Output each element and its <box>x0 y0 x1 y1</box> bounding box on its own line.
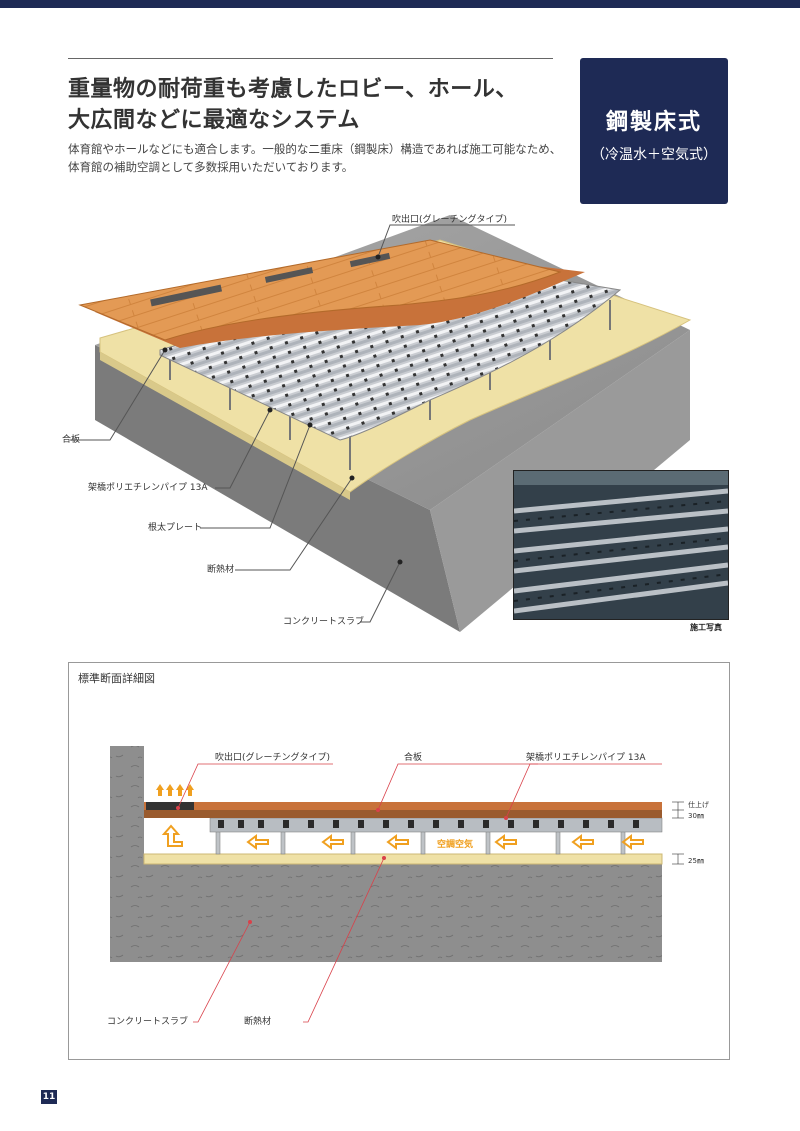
page-number: 11 <box>41 1090 57 1104</box>
detail-label-pipe: 架橋ポリエチレンパイプ 13A <box>526 753 646 763</box>
headline: 重量物の耐荷重も考慮したロビー、ホール、 大広間などに最適なシステム <box>68 74 568 136</box>
header-rule <box>68 58 553 59</box>
detail-section-frame <box>68 662 730 1060</box>
photo-caption: 施工写真 <box>690 623 722 632</box>
cross-section-diagram <box>110 746 684 1023</box>
callout-joist: 根太プレート <box>148 523 203 533</box>
detail-label-insulation: 断熱材 <box>244 1017 272 1027</box>
headline-line-1: 重量物の耐荷重も考慮したロビー、ホール、 <box>68 77 518 102</box>
badge-title: 鋼製床式 <box>605 110 702 135</box>
callout-outlet: 吹出口(グレーチングタイプ) <box>392 215 508 225</box>
callout-slab: コンクリートスラブ <box>283 617 365 627</box>
lead-text: 体育館やホールなどにも適合します。一般的な二重床（鋼製床）構造であれば施工可能な… <box>68 140 568 176</box>
callout-insulation: 断熱材 <box>207 565 235 575</box>
detail-title: 標準断面詳細図 <box>78 672 155 685</box>
callout-plywood: 合板 <box>62 435 81 445</box>
headline-line-2: 大広間などに最適なシステム <box>68 108 360 133</box>
construction-photo <box>513 470 729 620</box>
detail-label-outlet: 吹出口(グレーチングタイプ) <box>215 753 331 763</box>
lead-line-1: 体育館やホールなどにも適合します。一般的な二重床（鋼製床）構造であれば施工可能な… <box>68 142 562 156</box>
slab-front-face <box>95 345 460 632</box>
detail-label-slab: コンクリートスラブ <box>107 1017 189 1027</box>
badge-subtitle: （冷温水＋空気式） <box>591 147 717 163</box>
dim-25mm: 25㎜ <box>688 857 704 865</box>
lead-line-2: 体育館の補助空調として多数採用いただいております。 <box>68 160 354 174</box>
dim-30mm: 30㎜ <box>688 812 704 820</box>
dim-finish: 仕上げ <box>688 801 709 809</box>
system-badge: 鋼製床式 （冷温水＋空気式） <box>580 58 728 204</box>
detail-label-plywood: 合板 <box>404 753 423 763</box>
callout-pipe: 架橋ポリエチレンパイプ 13A <box>88 483 208 493</box>
detail-label-airflow: 空調空気 <box>437 840 474 850</box>
top-bar <box>0 0 800 8</box>
